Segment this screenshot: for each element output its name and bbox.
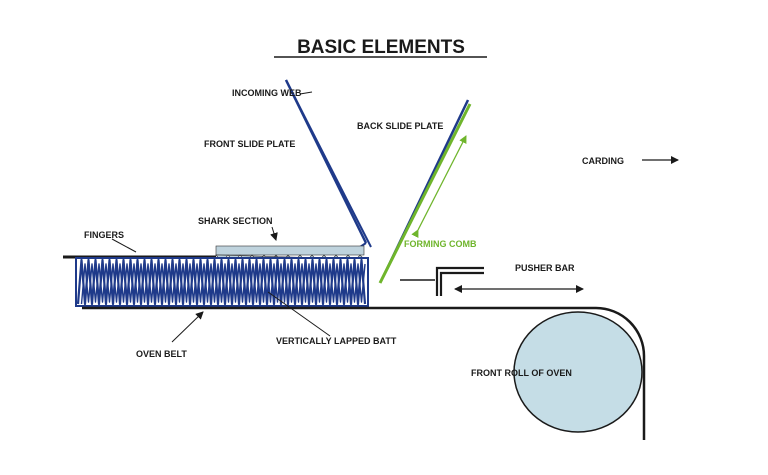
- front-slide-plate: [284, 79, 372, 248]
- shark-section-leader: [270, 226, 278, 241]
- oven-belt-leader: [171, 311, 204, 343]
- diagram-title: BASIC ELEMENTS: [297, 37, 465, 58]
- forming-comb-motion-arrow: [411, 135, 467, 239]
- oven-belt-return: [595, 306, 646, 440]
- label-shark-section: SHARK SECTION: [198, 216, 273, 226]
- batt-leader: [267, 291, 331, 337]
- fingers-leader: [111, 238, 137, 253]
- label-carding: CARDING: [582, 156, 624, 166]
- label-pusher-bar: PUSHER BAR: [515, 263, 575, 273]
- label-fingers: FINGERS: [84, 230, 124, 240]
- front-roll-of-oven: [513, 311, 643, 433]
- label-forming-comb: FORMING COMB: [404, 239, 477, 249]
- vertically-lapped-batt: [75, 257, 369, 307]
- label-vertically-lapped-batt: VERTICALLY LAPPED BATT: [276, 336, 397, 346]
- label-oven-belt: OVEN BELT: [136, 349, 187, 359]
- label-back-slide-plate: BACK SLIDE PLATE: [357, 121, 443, 131]
- label-front-roll-of-oven: FRONT ROLL OF OVEN: [471, 368, 572, 378]
- pusher-bar: [400, 266, 484, 296]
- incoming-web-leader: [299, 91, 313, 95]
- label-incoming-web: INCOMING WEB: [232, 88, 302, 98]
- label-front-slide-plate: FRONT SLIDE PLATE: [204, 139, 295, 149]
